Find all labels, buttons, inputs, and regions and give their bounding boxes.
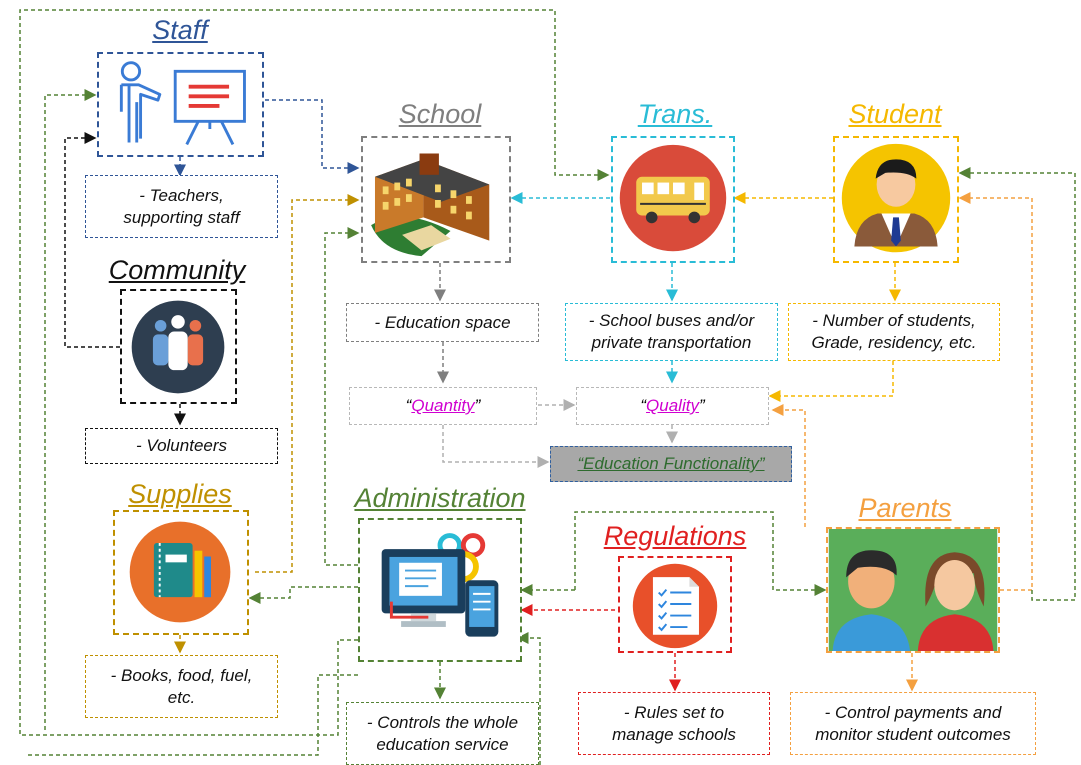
community-node <box>120 289 237 404</box>
trans-desc-line-1: - School buses and/or <box>588 311 755 330</box>
staff-node <box>97 52 264 157</box>
trans-description: - School buses and/or private transportat… <box>565 303 778 361</box>
teacher-presentation-icon <box>119 61 246 146</box>
regulations-title: Regulations <box>603 521 747 551</box>
supplies-title: Supplies <box>128 479 232 509</box>
quantity-quote-open: “ <box>405 396 412 415</box>
regulations-node <box>618 556 732 653</box>
education-functionality-box: “Education Functionality” <box>550 446 792 482</box>
community-title: Community <box>108 255 246 285</box>
school-building-icon <box>371 153 490 257</box>
parents-node <box>826 527 1000 653</box>
administration-desc-line-2: education service <box>376 734 509 754</box>
checklist-document-icon <box>632 563 718 649</box>
administration-title: Administration <box>354 483 526 513</box>
student-description: - Number of students, Grade, residency, e… <box>788 303 1000 361</box>
supplies-desc-line-2: etc. <box>167 687 196 707</box>
trans-title: Trans. <box>637 99 713 129</box>
school-title: School <box>398 99 482 129</box>
quantity-box: “Quantity” <box>349 387 537 425</box>
quantity-quote-close: ” <box>474 396 481 415</box>
parents-desc-line-2: monitor student outcomes <box>815 724 1011 744</box>
parents-title: Parents <box>858 493 952 523</box>
student-avatar-icon <box>841 143 951 253</box>
community-description: - Volunteers <box>85 428 278 464</box>
school-node <box>361 136 511 263</box>
supplies-description: - Books, food, fuel,etc. <box>85 655 278 718</box>
trans-desc-line-2: private transportation <box>591 333 752 352</box>
books-icon <box>129 521 231 623</box>
school-bus-icon <box>619 144 727 252</box>
administration-desc-line-1: - Controls the whole <box>366 712 519 732</box>
student-desc-line-2: Grade, residency, etc. <box>811 333 977 352</box>
staff-description: - Teachers,supporting staff <box>85 175 278 238</box>
student-node <box>833 136 959 263</box>
quality-box: “Quality” <box>576 387 769 425</box>
parents-desc-line-1: - Control payments and <box>824 702 1002 722</box>
staff-desc-line-1: - Teachers, <box>139 185 224 205</box>
quality-quote-open: “ <box>640 396 647 415</box>
staff-title: Staff <box>152 15 208 45</box>
quantity-label: Quantity <box>411 396 475 415</box>
computer-gears-icon <box>381 533 499 637</box>
quality-quote-close: ” <box>698 396 705 415</box>
supplies-desc-line-1: - Books, food, fuel, <box>110 665 253 685</box>
quality-label: Quality <box>646 396 699 415</box>
regulations-desc-line-2: manage schools <box>612 724 736 744</box>
student-title: Student <box>848 99 942 129</box>
school-description: - Education space <box>346 303 539 342</box>
supplies-node <box>113 510 249 635</box>
trans-node <box>611 136 735 263</box>
administration-node <box>358 518 522 662</box>
staff-desc-line-2: supporting staff <box>123 207 240 227</box>
student-desc-line-1: - Number of students, <box>812 311 976 330</box>
regulations-desc-line-1: - Rules set to <box>623 702 725 722</box>
people-group-icon <box>131 300 225 394</box>
parents-avatar-icon <box>828 529 998 651</box>
